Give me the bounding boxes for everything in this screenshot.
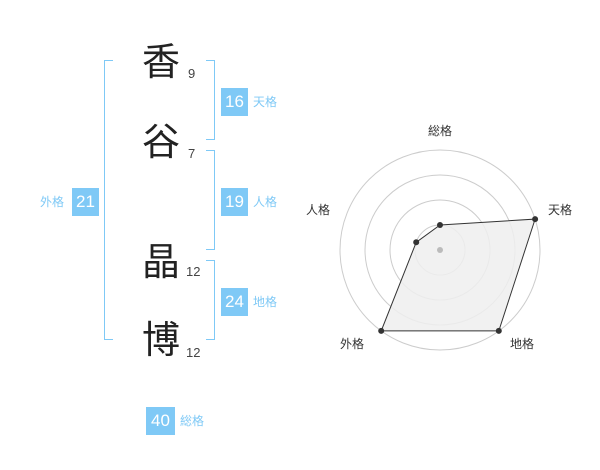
tenkaku-bracket	[206, 60, 215, 140]
jinkaku-bracket	[206, 150, 215, 250]
chikaku-bracket	[206, 260, 215, 340]
gaikaku-bracket	[104, 60, 113, 340]
radar-point-tenkaku	[532, 216, 539, 223]
radar-label-jinkaku: 人格	[306, 203, 331, 217]
name-char-2: 谷	[142, 120, 181, 164]
soukaku-label: 総格	[180, 414, 205, 428]
tenkaku-value: 16	[221, 88, 248, 116]
radar-label-chikaku: 地格	[510, 337, 535, 351]
radar-label-gaikaku: 外格	[340, 337, 365, 351]
radar-point-chikaku	[495, 327, 502, 334]
jinkaku-label: 人格	[253, 195, 278, 209]
name-char-4: 博	[142, 318, 181, 362]
tenkaku-label: 天格	[253, 95, 278, 109]
radar-point-soukaku	[437, 222, 443, 228]
radar-series-area	[380, 218, 536, 332]
stroke-count-3: 12	[186, 264, 201, 279]
radar-point-jinkaku	[413, 239, 420, 246]
gaikaku-value: 21	[72, 188, 99, 216]
radar-grid-ring	[339, 149, 541, 351]
chikaku-value: 24	[221, 288, 248, 316]
chikaku-label: 地格	[253, 295, 278, 309]
radar-center-dot	[437, 247, 443, 253]
radar-label-tenkaku: 天格	[548, 203, 573, 217]
stroke-count-2: 7	[188, 146, 196, 161]
radar-point-gaikaku	[378, 327, 385, 334]
jinkaku-value: 19	[221, 188, 248, 216]
gaikaku-label: 外格	[40, 195, 65, 209]
stroke-count-1: 9	[188, 66, 196, 81]
radar-label-soukaku: 総格	[428, 124, 453, 138]
name-char-3: 晶	[142, 240, 181, 284]
soukaku-value: 40	[146, 407, 175, 435]
name-char-1: 香	[142, 40, 181, 84]
stroke-count-4: 12	[186, 345, 201, 360]
